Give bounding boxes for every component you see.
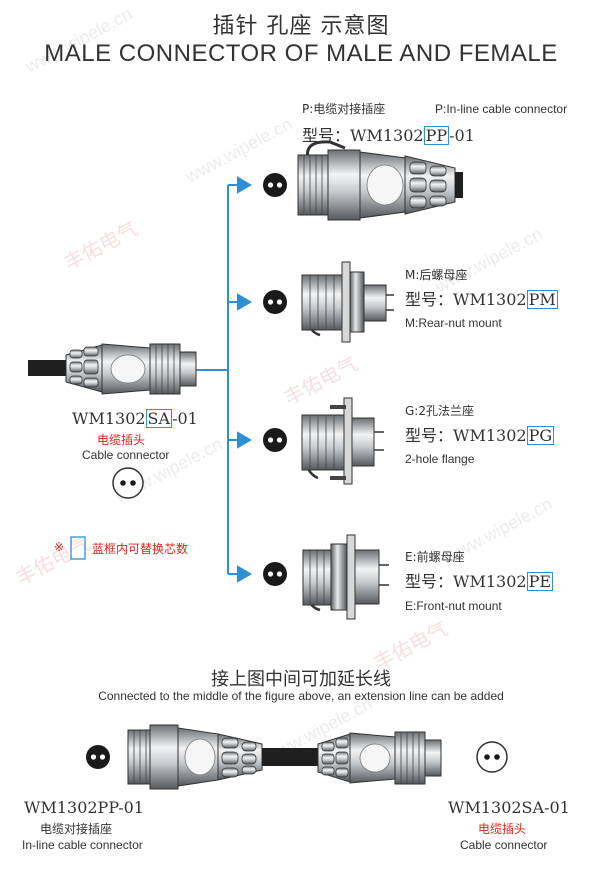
pin-face-icons <box>86 173 508 773</box>
branch-lines <box>195 176 252 583</box>
rear-nut-mount-illustration <box>301 261 394 343</box>
page-title-en: MALE CONNECTOR OF MALE AND FEMALE <box>44 40 558 67</box>
extension-title-cn: 接上图中间可加延长线 <box>211 669 391 690</box>
arrow-icon <box>237 293 252 311</box>
replaceable-code-box: SA <box>145 409 173 428</box>
ext-left-name-en: In-line cable connector <box>22 838 143 852</box>
ext-right-name-en: Cable connector <box>460 838 548 852</box>
female-socket-face-icon <box>112 467 144 499</box>
ext-left-model: WM1302PP-01 <box>24 798 144 817</box>
arrow-icon <box>237 176 252 194</box>
replaceable-box-icon <box>70 536 86 560</box>
note-mark: ※ <box>54 540 65 554</box>
arrow-icon <box>237 565 252 583</box>
option-p-title-en: P:In-line cable connector <box>435 102 568 116</box>
replaceable-code-box: PE <box>526 572 554 591</box>
front-nut-mount-illustration <box>302 534 389 620</box>
option-m-title-en: M:Rear-nut mount <box>405 316 502 330</box>
male-pin-face-icon <box>263 428 287 452</box>
cable-plug-illustration <box>28 343 197 395</box>
replaceable-code-box: PG <box>526 426 555 445</box>
note-text: 蓝框内可替换芯数 <box>92 542 189 556</box>
replaceable-code-box: PM <box>526 290 558 309</box>
flange-mount-illustration <box>301 397 384 485</box>
option-m-title-cn: M:后螺母座 <box>405 268 468 282</box>
male-pin-face-icon <box>263 562 287 586</box>
female-socket-face-icon <box>476 741 508 773</box>
male-pin-face-icon <box>86 745 110 769</box>
arrow-icon <box>237 431 252 449</box>
option-g-title-cn: G:2孔法兰座 <box>405 404 474 418</box>
left-name-cn: 电缆插头 <box>97 433 146 447</box>
option-p-title-cn: P:电缆对接插座 <box>302 102 386 116</box>
option-e-title-cn: E:前螺母座 <box>405 550 465 564</box>
male-pin-face-icon <box>263 290 287 314</box>
extension-title-en: Connected to the middle of the figure ab… <box>98 689 504 703</box>
replaceable-code-box: PP <box>423 126 450 145</box>
extension-cable-illustration <box>127 724 442 790</box>
inline-connector-illustration <box>297 140 463 221</box>
ext-right-model: WM1302SA-01 <box>448 798 570 817</box>
male-pin-face-icon <box>263 173 287 197</box>
option-e-title-en: E:Front-nut mount <box>405 599 502 613</box>
ext-left-name-cn: 电缆对接插座 <box>40 822 113 836</box>
page-title-cn: 插针 孔座 示意图 <box>212 14 390 39</box>
left-name-en: Cable connector <box>82 448 170 462</box>
ext-right-name-cn: 电缆插头 <box>478 822 527 836</box>
option-g-title-en: 2-hole flange <box>405 452 475 466</box>
